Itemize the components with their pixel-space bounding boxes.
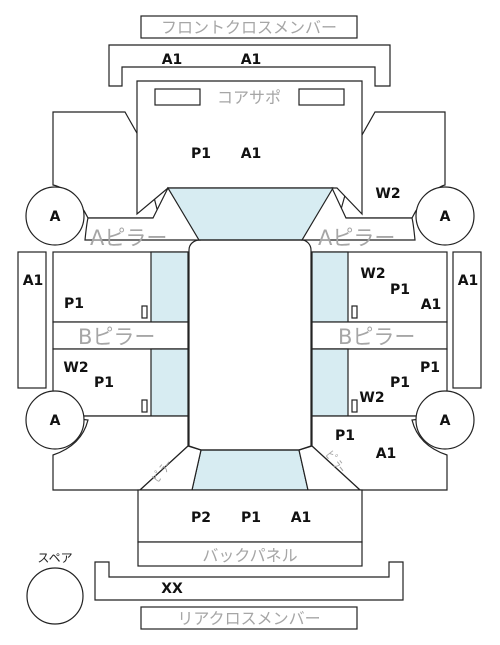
side-step-right-code: A1 xyxy=(458,273,479,289)
hood-code-p: P1 xyxy=(191,146,211,162)
tire-rear-right-code: A xyxy=(440,413,451,429)
side-step-left-code: A1 xyxy=(23,273,44,289)
core-support-label: コアサポ xyxy=(217,88,281,107)
rear-window-left xyxy=(150,348,189,417)
rear-door-right-code-w: W2 xyxy=(359,390,384,406)
hood-code-a: A1 xyxy=(241,146,262,162)
headlight-left xyxy=(154,88,201,106)
rear-cross-member-box xyxy=(140,606,358,630)
rear-window xyxy=(191,449,309,491)
front-door-left-code: P1 xyxy=(64,296,84,312)
b-pillar-right xyxy=(311,321,448,350)
rear-quarter-right-code-p: P1 xyxy=(335,428,355,444)
rear-door-left-code-w: W2 xyxy=(63,360,88,376)
front-cross-member-label: フロントクロスメンバー xyxy=(161,18,337,37)
tire-front-right-code: A xyxy=(440,209,451,225)
door-handle-fr xyxy=(351,305,358,319)
rear-cross-member-label: リアクロスメンバー xyxy=(177,609,320,628)
trunk-code-p2: P2 xyxy=(191,510,211,526)
front-window-right xyxy=(311,251,349,323)
door-handle-rr xyxy=(351,399,358,413)
door-handle-fl xyxy=(141,305,148,319)
front-fender-right-code: W2 xyxy=(375,186,400,202)
trunk-code-a1: A1 xyxy=(291,510,312,526)
tire-front-left-code: A xyxy=(50,209,61,225)
headlight-right xyxy=(298,88,345,106)
door-handle-rl xyxy=(141,399,148,413)
back-panel-box xyxy=(137,541,363,567)
front-door-right-code-a: A1 xyxy=(421,297,442,313)
trunk-code-p1: P1 xyxy=(241,510,261,526)
b-pillar-left xyxy=(52,321,189,350)
tire-front-right xyxy=(415,186,475,246)
spare-tire xyxy=(26,567,84,625)
front-bumper xyxy=(108,44,391,87)
front-bumper-code-left: A1 xyxy=(162,52,183,68)
b-pillar-right-label: Bピラー xyxy=(338,325,415,349)
spare-label: スペア xyxy=(37,551,72,565)
rear-door-right-code-p: P1 xyxy=(390,375,410,391)
trunk-lid xyxy=(137,489,363,543)
front-bumper-code-right: A1 xyxy=(241,52,262,68)
a-pillar-left-label: Aピラー xyxy=(90,226,167,250)
b-pillar-left-label: Bピラー xyxy=(78,325,155,349)
hood xyxy=(136,80,363,216)
rear-quarter-right-code-a: A1 xyxy=(376,446,397,462)
front-door-right-code-p: P1 xyxy=(390,282,410,298)
cabin-roof xyxy=(188,239,312,451)
front-window-left xyxy=(150,251,189,323)
rear-door-right-code-p-top: P1 xyxy=(420,360,440,376)
tire-rear-left xyxy=(25,390,85,450)
back-panel-label: バックパネル xyxy=(202,546,297,565)
tire-rear-right xyxy=(415,390,475,450)
side-step-right xyxy=(452,251,482,389)
side-step-left xyxy=(17,251,47,389)
rear-door-left-code-p: P1 xyxy=(94,375,114,391)
rear-bumper xyxy=(94,561,404,601)
a-pillar-right-label: Aピラー xyxy=(318,226,395,250)
tire-front-left xyxy=(25,186,85,246)
rear-bumper-code: XX xyxy=(161,581,183,597)
front-cross-member-box xyxy=(140,15,358,39)
tire-rear-left-code: A xyxy=(50,413,61,429)
rear-window-right xyxy=(311,348,349,417)
front-door-right-code-w: W2 xyxy=(360,266,385,282)
